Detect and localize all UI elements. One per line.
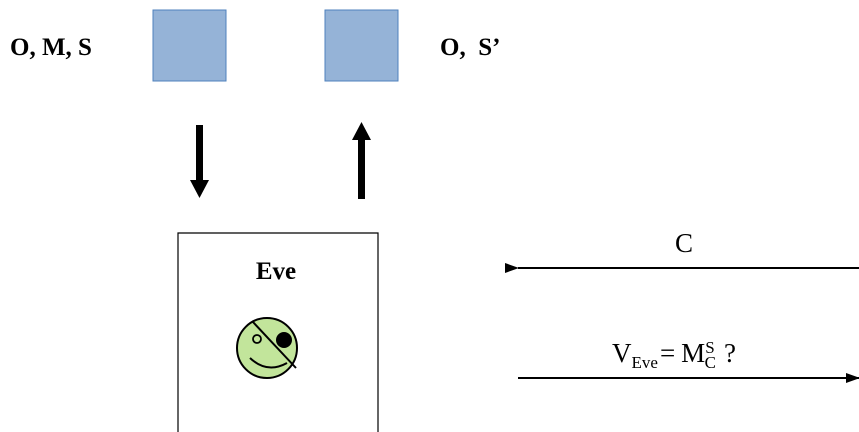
eve-box [177,232,379,432]
left-party-label: O, M, S [10,34,92,61]
incoming-label: C [675,228,693,258]
m-superscript: S [705,338,714,357]
up-arrow [352,122,371,199]
eve-label: Eve [256,258,296,285]
m-subscript: C [705,353,716,372]
pirate-smiley-icon [236,317,298,379]
v-subscript: Eve [632,353,658,372]
down-arrow [190,125,209,198]
right-party-label: O, S’ [440,34,500,61]
equals-sign: = [660,338,675,368]
question-mark: ? [724,338,736,368]
v-symbol: V [612,338,632,368]
m-symbol: M [681,338,705,368]
right-party-box [324,9,399,82]
left-party-box [152,9,227,82]
